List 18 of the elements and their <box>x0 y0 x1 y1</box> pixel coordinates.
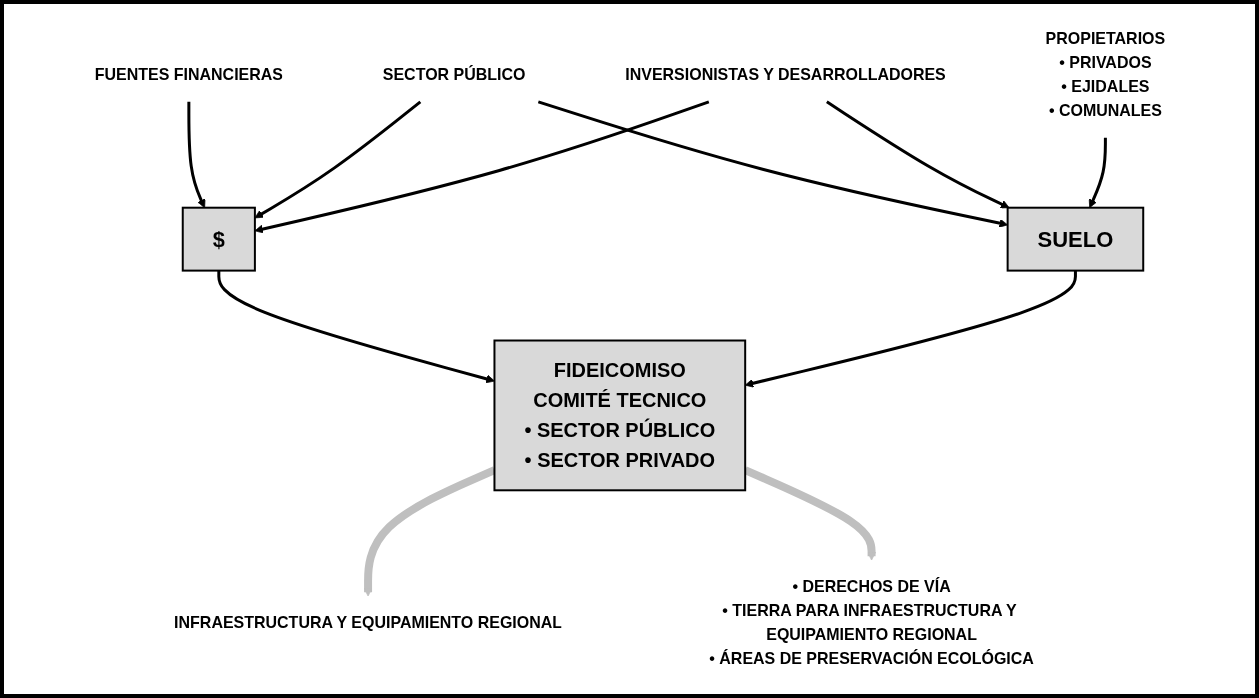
arrow <box>254 100 709 234</box>
arrow <box>1088 137 1107 209</box>
arrow <box>186 101 205 209</box>
node-text: PROPIETARIOS • PRIVADOS • EJIDALES • COMUNALES <box>1045 29 1165 119</box>
node-box: FIDEICOMISO COMITÉ TECNICO • SECTOR PÚBLICO • SECTOR PRIVADO <box>493 339 746 492</box>
node-box: SUELO <box>1006 206 1144 272</box>
arrow <box>743 466 876 561</box>
arrow <box>254 100 421 219</box>
node-box: $ <box>181 206 256 272</box>
arrow <box>825 100 1010 209</box>
node-text: INVERSIONISTAS Y DESARROLLADORES <box>624 65 946 83</box>
arrow <box>537 100 1008 228</box>
node-text: SECTOR PÚBLICO <box>382 65 525 83</box>
node-text: • DERECHOS DE VÍA • TIERRA PARA INFRAESTRUCTURA Y EQUIPAMIENTO REGIONAL • ÁREAS DE PRESERVACIÓN ECOLÓGICA <box>708 578 1034 668</box>
arrow <box>744 270 1077 388</box>
arrow <box>363 466 496 597</box>
node-text: FUENTES FINANCIERAS <box>94 65 283 83</box>
node-text: INFRAESTRUCTURA Y EQUIPAMIENTO REGIONAL <box>173 614 562 632</box>
